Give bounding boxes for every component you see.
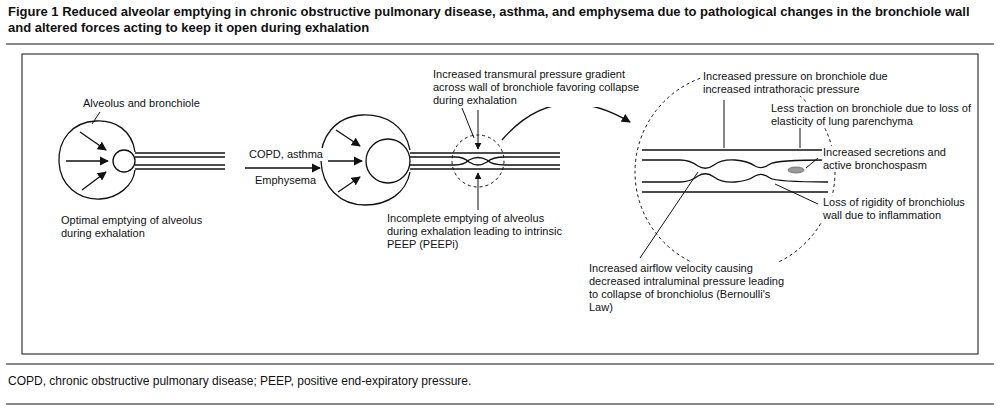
annotation-label: Increased secretions and active bronchos… (822, 146, 950, 172)
annotation-label: Increased pressure on bronchiole due inc… (702, 70, 892, 96)
annotation-label: Increased airflow velocity causing decre… (588, 262, 789, 314)
figure-title: Figure 1 Reduced alveolar emptying in ch… (8, 4, 988, 36)
normal-alveolus (59, 112, 225, 199)
annotation-label: COPD, asthma (248, 148, 327, 161)
annotation-label: Emphysema (254, 174, 321, 187)
rule (6, 404, 994, 405)
frame (22, 54, 978, 354)
annotation-label: Increased transmural pressure gradient a… (432, 68, 644, 107)
annotation-label: Alveolus and bronchiole (82, 97, 204, 110)
transition-arrow (245, 167, 320, 168)
rule (6, 44, 994, 45)
annotation-label: Optimal emptying of alveolus during exha… (60, 214, 207, 240)
annotation-label: Incomplete emptying of alveolus during e… (386, 212, 566, 251)
rule (6, 364, 994, 365)
diseased-alveolus (321, 104, 630, 210)
annotation-label: Less traction on bronchiole due to loss … (770, 102, 972, 128)
figure-caption: COPD, chronic obstructive pulmonary dise… (8, 374, 988, 389)
annotation-label: Loss of rigidity of bronchiolus wall due… (822, 196, 969, 222)
